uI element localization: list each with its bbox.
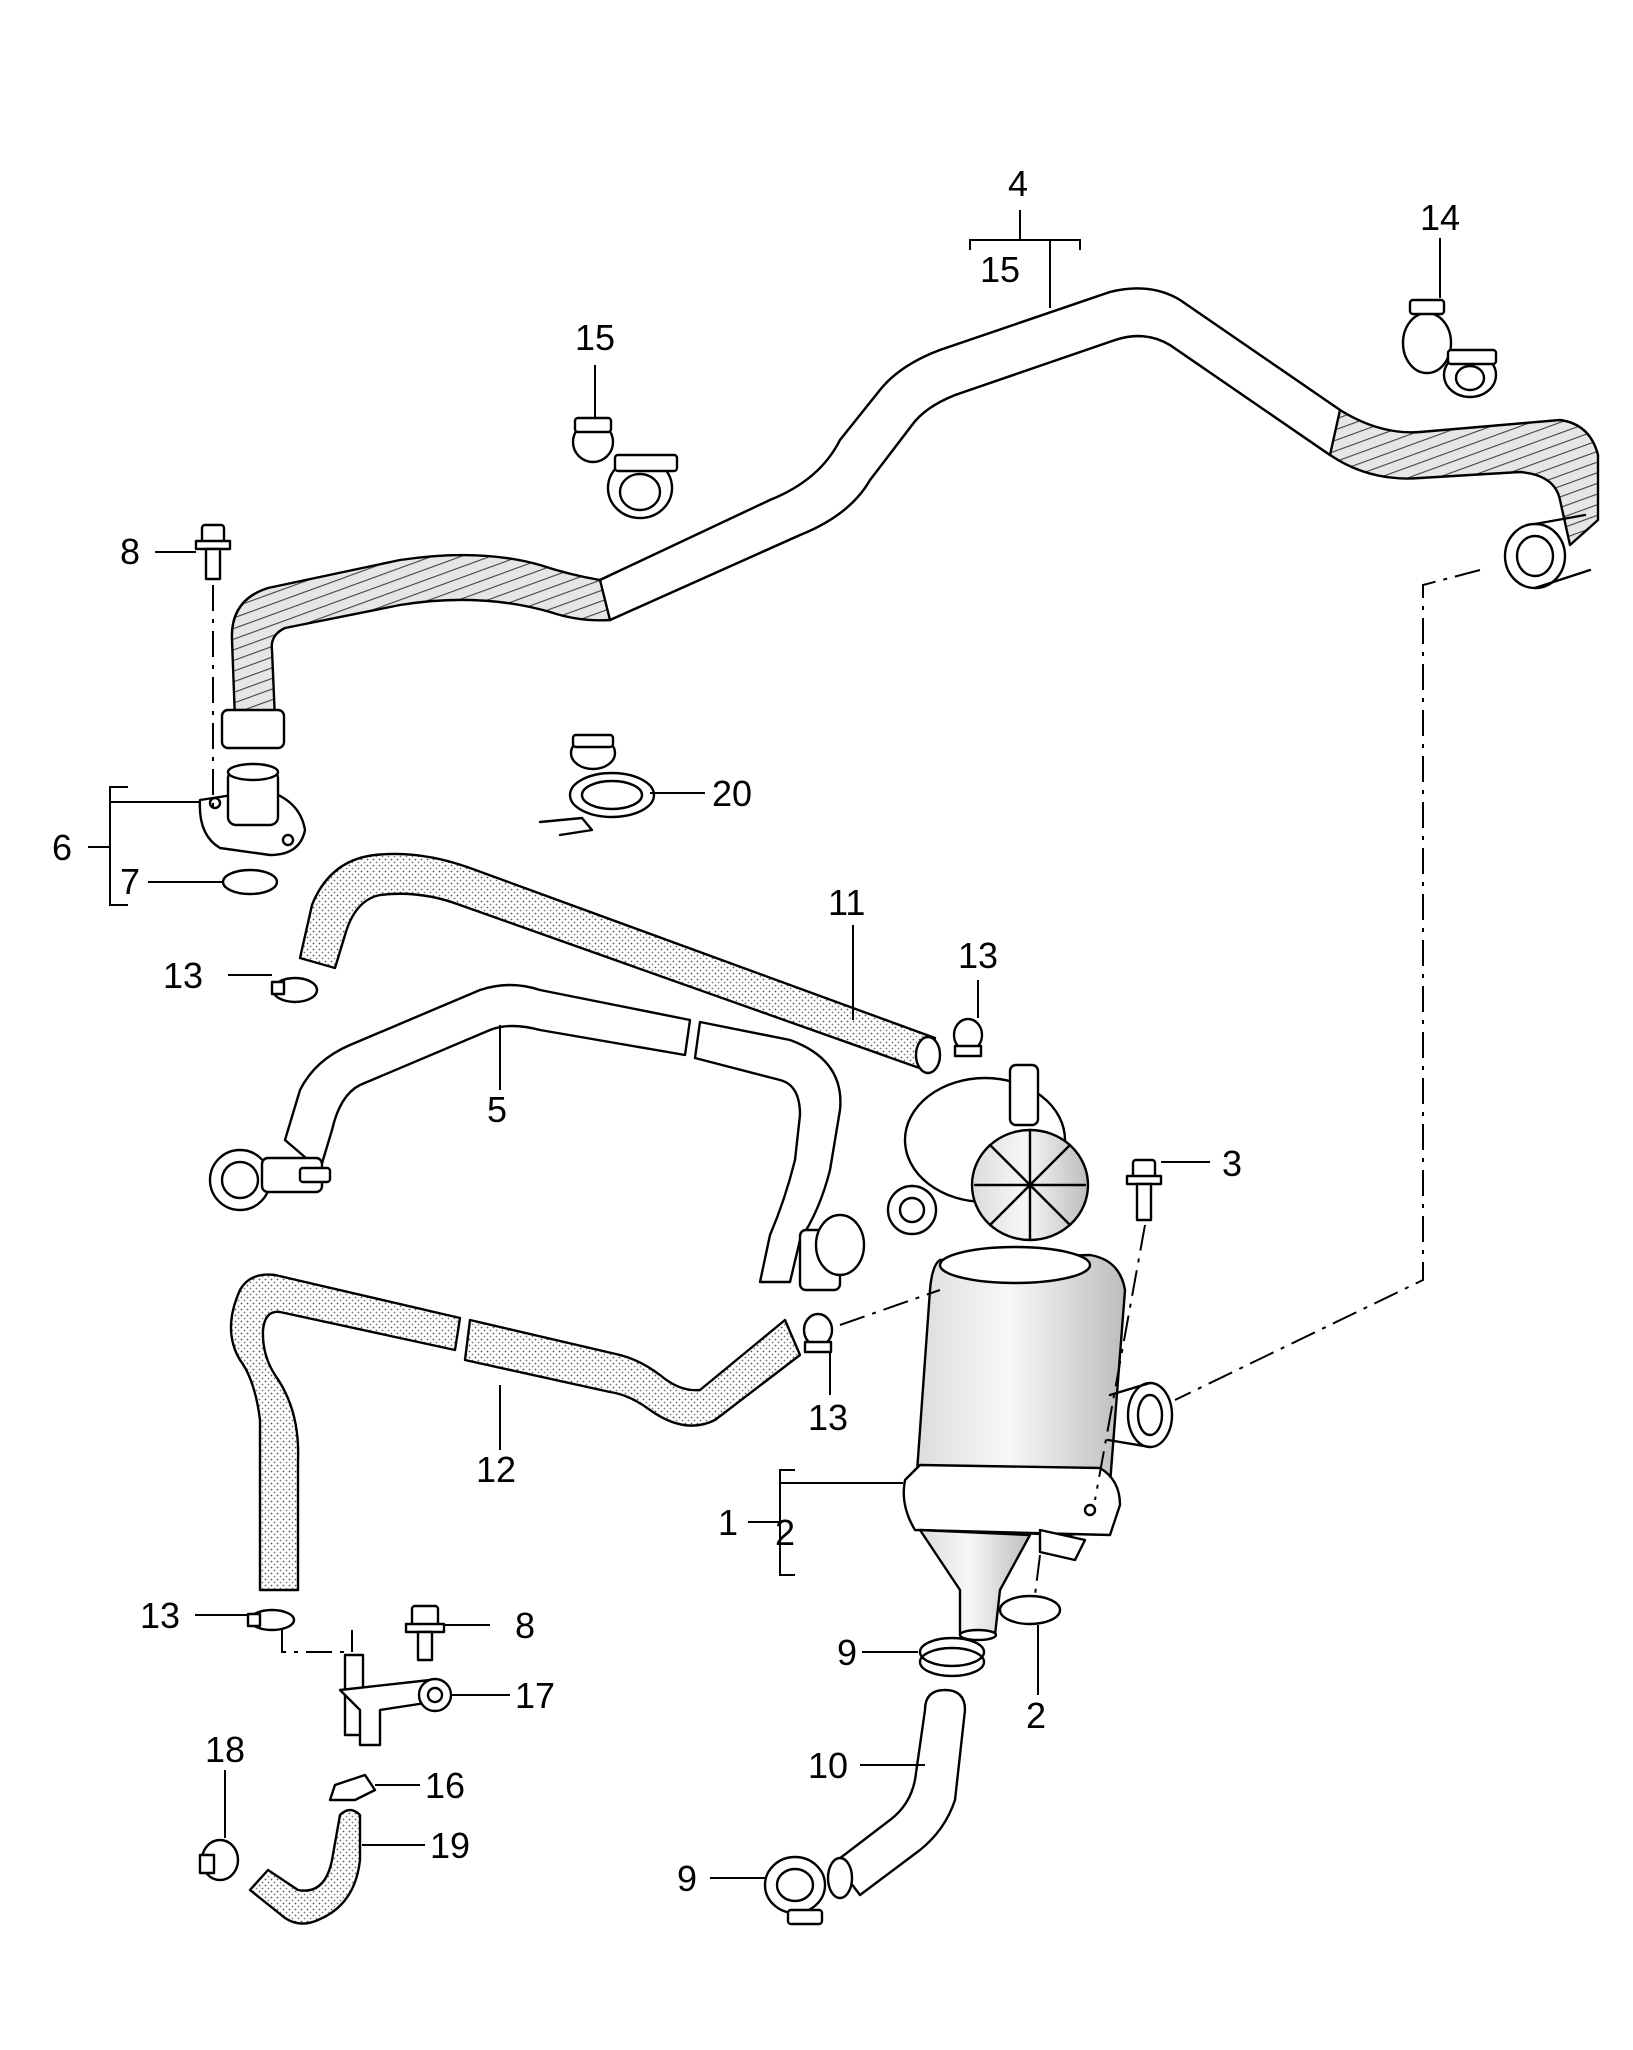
clip-part-13-c [802, 1312, 834, 1354]
bolt-part-3 [1125, 1158, 1163, 1222]
callout-19: 19 [430, 1825, 470, 1866]
dash-o-ring [1034, 1554, 1041, 1596]
callout-13-lower: 13 [140, 1595, 180, 1636]
dash-clip-13-d [281, 1630, 353, 1653]
callout-9-upper: 9 [837, 1632, 857, 1673]
callout-9-lower: 9 [677, 1858, 697, 1899]
callout-labels: 4 15 14 15 8 20 6 7 11 13 13 5 3 13 12 1… [52, 163, 1460, 1899]
callout-4: 4 [1008, 163, 1028, 204]
clamp-part-9-upper [918, 1636, 986, 1678]
o-ring-part-7 [221, 868, 279, 896]
callout-6: 6 [52, 827, 72, 868]
callout-13-separator: 13 [958, 935, 998, 976]
clip-part-13-b [952, 1017, 984, 1058]
callout-17: 17 [515, 1675, 555, 1716]
callout-8-upper: 8 [120, 531, 140, 572]
callout-14: 14 [1420, 197, 1460, 238]
callout-20: 20 [712, 773, 752, 814]
grommet-part-16 [328, 1773, 377, 1802]
callout-7: 7 [120, 861, 140, 902]
callout-10: 10 [808, 1745, 848, 1786]
vent-hose-upper [220, 287, 1600, 750]
callout-18: 18 [205, 1729, 245, 1770]
callout-15-clamp: 15 [575, 317, 615, 358]
hose-part-5 [208, 983, 866, 1292]
dash-clip-to-separator [839, 1289, 941, 1326]
callout-2-upper: 2 [775, 1512, 795, 1553]
callout-13-left: 13 [163, 955, 203, 996]
callout-15-upper: 15 [980, 249, 1020, 290]
hose-part-19 [248, 1808, 362, 1925]
callout-8-lower: 8 [515, 1605, 535, 1646]
clip-part-13-a [270, 976, 319, 1004]
clip-part-18 [198, 1838, 240, 1882]
hose-part-10 [833, 1688, 967, 1897]
callout-13-hose-12: 13 [808, 1397, 848, 1438]
leader-lines [88, 210, 1441, 1879]
hose-part-11 [298, 852, 937, 1072]
callout-2-lower: 2 [1026, 1695, 1046, 1736]
clamp-part-14 [1401, 298, 1498, 399]
clamp-part-9-lower [763, 1855, 827, 1926]
clip-part-13-d [246, 1608, 296, 1632]
bracket-part-17 [338, 1653, 453, 1747]
dash-hose-to-separator [1174, 569, 1481, 1401]
callout-16: 16 [425, 1765, 465, 1806]
hose-part-11-end [914, 1035, 942, 1075]
callout-11: 11 [828, 882, 865, 923]
clamp-part-15 [571, 416, 679, 520]
callout-1: 1 [718, 1502, 738, 1543]
bolt-part-8-lower [404, 1604, 446, 1662]
callout-3: 3 [1222, 1143, 1242, 1184]
o-ring-part-2 [998, 1594, 1062, 1626]
oil-separator-part-1 [886, 1063, 1174, 1642]
dash-bolt-3 [1094, 1224, 1146, 1501]
hose-part-10-end [826, 1856, 854, 1900]
hose-part-12 [229, 1273, 802, 1592]
callout-12: 12 [476, 1449, 516, 1490]
flange-part-6 [198, 762, 307, 857]
callout-5: 5 [487, 1089, 507, 1130]
bolt-part-8-upper [194, 523, 232, 581]
clamp-part-20 [538, 733, 656, 837]
